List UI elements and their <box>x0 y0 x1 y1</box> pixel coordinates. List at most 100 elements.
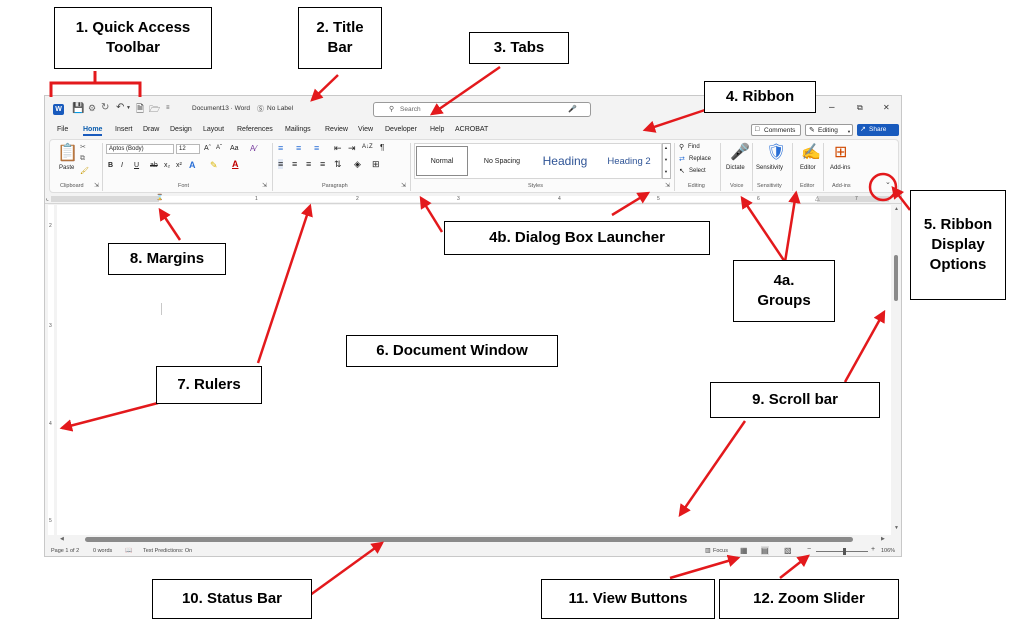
dictate-button[interactable]: Dictate <box>726 165 745 171</box>
editor-icon[interactable]: ✍ <box>801 144 821 161</box>
select-button[interactable]: Select <box>689 168 706 174</box>
search-box[interactable]: ⚲ Search 🎤 <box>373 102 591 117</box>
copy-icon[interactable]: ⧉ <box>80 155 85 162</box>
read-mode-icon[interactable]: ▦ <box>740 546 748 555</box>
vertical-ruler[interactable]: 2 3 4 5 <box>45 205 57 535</box>
print-layout-icon[interactable]: ▤ <box>761 546 769 555</box>
tab-view[interactable]: View <box>358 126 374 133</box>
comments-button[interactable]: □ Comments <box>751 124 801 136</box>
page-count[interactable]: Page 1 of 2 <box>51 548 80 554</box>
align-left-icon[interactable]: ≡ <box>278 159 284 169</box>
tab-acrobat[interactable]: ACROBAT <box>455 126 489 133</box>
styles-scroll[interactable]: ▲ ▼ ▼ <box>662 143 671 179</box>
decrease-indent-icon[interactable]: ⇤ <box>334 143 342 153</box>
dialog-launcher-icon[interactable]: ⇲ <box>94 183 100 189</box>
bullets-icon[interactable]: ≡ <box>278 143 284 153</box>
paste-icon[interactable]: 📋 <box>57 143 79 162</box>
new-document-icon[interactable]: 🗎 <box>136 104 145 115</box>
paste-button[interactable]: Paste <box>59 165 75 171</box>
style-normal[interactable]: Normal <box>416 146 468 176</box>
line-spacing-icon[interactable]: ⇅ <box>334 159 342 169</box>
text-predictions-status[interactable]: Text Predictions: On <box>143 548 193 554</box>
bold-button[interactable]: B <box>108 162 114 169</box>
tab-file[interactable]: File <box>57 126 69 133</box>
tab-home[interactable]: Home <box>83 126 103 136</box>
vertical-scrollbar[interactable]: ▲ ▼ <box>891 205 901 535</box>
subscript-button[interactable]: x₂ <box>164 162 171 169</box>
scroll-thumb[interactable] <box>894 255 898 301</box>
ribbon-display-options-button[interactable]: ⌄ <box>885 179 891 186</box>
tab-layout[interactable]: Layout <box>203 126 225 133</box>
scroll-up-icon[interactable]: ▲ <box>894 206 899 212</box>
zoom-slider-track[interactable] <box>816 551 868 552</box>
cut-icon[interactable]: ✂ <box>80 144 86 151</box>
scroll-left-icon[interactable]: ◀ <box>60 536 64 542</box>
focus-icon[interactable]: ▥ <box>705 548 711 554</box>
zoom-out-button[interactable]: − <box>807 546 812 553</box>
web-layout-icon[interactable]: ▧ <box>784 546 792 555</box>
indent-marker-icon[interactable]: △ <box>815 196 820 202</box>
align-center-icon[interactable]: ≡ <box>292 159 298 169</box>
zoom-in-button[interactable]: + <box>871 546 876 553</box>
undo-icon[interactable]: ↶ <box>116 102 125 113</box>
font-color-icon[interactable]: A <box>232 159 239 169</box>
addins-button[interactable]: Add-ins <box>830 165 851 171</box>
underline-button[interactable]: U <box>134 162 140 169</box>
microphone-icon[interactable]: 🎤 <box>568 106 577 113</box>
sort-button[interactable]: A↓Z <box>362 144 373 150</box>
open-folder-icon[interactable]: 🗁 <box>149 104 161 114</box>
borders-icon[interactable]: ⊞ <box>372 159 380 169</box>
chevron-down-icon[interactable]: ▼ <box>126 105 131 111</box>
align-right-icon[interactable]: ≡ <box>306 159 312 169</box>
increase-indent-icon[interactable]: ⇥ <box>348 143 356 153</box>
grow-font-button[interactable]: Aˆ <box>204 145 211 152</box>
editing-mode-button[interactable]: ✎ Editing ▼ <box>805 124 853 136</box>
tab-references[interactable]: References <box>237 126 273 133</box>
scroll-down-icon[interactable]: ▼ <box>894 525 899 531</box>
addins-icon[interactable]: ⊞ <box>834 144 848 161</box>
focus-button[interactable]: Focus <box>713 548 728 554</box>
zoom-level[interactable]: 106% <box>881 548 896 554</box>
dialog-launcher-icon[interactable]: ⇲ <box>262 183 268 189</box>
tab-selector-icon[interactable]: ⌞ <box>46 196 49 202</box>
minimize-button[interactable]: – <box>829 102 835 113</box>
select-icon[interactable]: ↖ <box>679 168 685 175</box>
dialog-launcher-icon[interactable]: ⇲ <box>665 183 671 189</box>
horizontal-ruler[interactable]: ⌞ ⌛ 1 2 3 4 5 6 7 △ <box>45 194 901 204</box>
font-size-dropdown[interactable]: 12 <box>176 144 200 154</box>
replace-icon[interactable]: ⇄ <box>679 156 685 163</box>
strikethrough-button[interactable]: ab <box>150 162 158 169</box>
style-heading-2[interactable]: Heading 2 <box>600 146 658 176</box>
highlight-icon[interactable]: ✎ <box>210 160 218 170</box>
tab-design[interactable]: Design <box>170 126 192 133</box>
zoom-slider-thumb[interactable] <box>843 548 846 555</box>
tab-mailings[interactable]: Mailings <box>285 126 311 133</box>
text-effects-icon[interactable]: A <box>189 160 196 170</box>
redo-icon[interactable]: ↻ <box>101 102 110 113</box>
sensitivity-button[interactable]: Sensitivity <box>756 165 784 171</box>
microphone-icon[interactable]: 🎤 <box>730 144 750 161</box>
word-count[interactable]: 0 words <box>93 548 113 554</box>
share-button[interactable]: ↗ Share <box>857 124 899 136</box>
scroll-right-icon[interactable]: ▶ <box>881 536 885 542</box>
autosave-icon[interactable]: ⚙ <box>88 103 97 113</box>
style-heading-1[interactable]: Heading <box>534 146 596 176</box>
tab-review[interactable]: Review <box>325 126 348 133</box>
tab-developer[interactable]: Developer <box>385 126 417 133</box>
save-icon[interactable]: 💾 <box>72 103 85 114</box>
style-no-spacing[interactable]: No Spacing <box>474 146 530 176</box>
proofing-icon[interactable]: 📖 <box>125 548 133 554</box>
italic-button[interactable]: I <box>121 162 123 169</box>
shrink-font-button[interactable]: Aˇ <box>216 145 222 151</box>
dialog-launcher-icon[interactable]: ⇲ <box>401 183 407 189</box>
hscroll-thumb[interactable] <box>85 537 853 542</box>
close-button[interactable]: ✕ <box>883 103 890 112</box>
change-case-button[interactable]: Aa <box>230 145 239 152</box>
multilevel-list-icon[interactable]: ≡ <box>314 143 320 153</box>
tab-insert[interactable]: Insert <box>115 126 133 133</box>
sensitivity-label[interactable]: No Label <box>267 105 294 112</box>
restore-button[interactable]: ⧉ <box>857 103 863 112</box>
superscript-button[interactable]: x² <box>176 162 182 169</box>
tab-help[interactable]: Help <box>430 126 445 133</box>
find-button[interactable]: Find <box>688 144 700 150</box>
